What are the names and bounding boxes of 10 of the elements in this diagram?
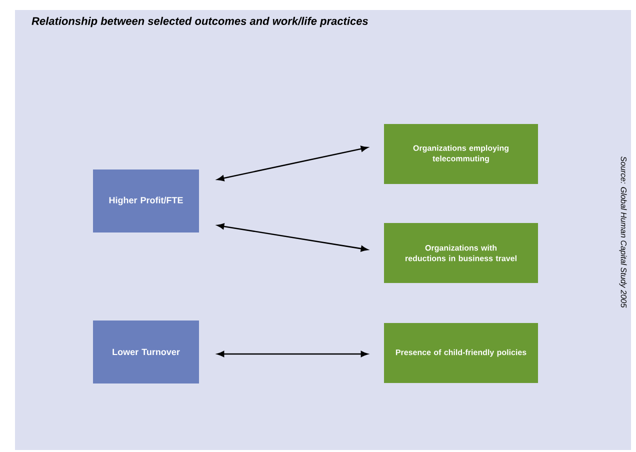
double-arrow — [217, 223, 368, 252]
outcome-box: Lower Turnover — [93, 320, 199, 384]
source-note: Source: Global Human Capital Study 2005 — [619, 156, 627, 308]
practice-box: Organizations employing telecommuting — [384, 124, 538, 184]
double-arrow — [217, 146, 368, 182]
title: Relationship between selected outcomes and work/life practices — [32, 16, 368, 28]
double-arrow — [217, 351, 368, 357]
practice-box: Presence of child-friendly policies — [384, 323, 538, 383]
outcome-box: Higher Profit/FTE — [93, 170, 199, 232]
practice-box: Organizations with reductions in business travel — [384, 223, 538, 283]
